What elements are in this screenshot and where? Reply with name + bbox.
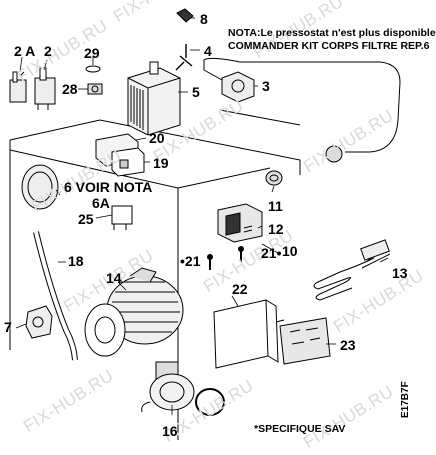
callout-22: 22: [232, 281, 248, 297]
footer-note: *SPECIFIQUE SAV: [254, 423, 346, 435]
part-7-valve: [25, 305, 53, 339]
callout-20: 20: [149, 130, 165, 146]
part-22-module: [213, 299, 285, 369]
callout-4: 4: [204, 43, 212, 59]
part-12-door-lock: [217, 203, 263, 243]
side-code: E17B7F: [400, 381, 411, 418]
diagram-drawing: [9, 8, 401, 440]
part-2a-switch: [9, 71, 27, 103]
callout-29: 29: [84, 45, 100, 61]
part-4-clip: [175, 44, 193, 71]
part-29-washer: [85, 65, 101, 73]
callout-21-right: 21•: [261, 245, 282, 261]
callout-3: 3: [262, 78, 270, 94]
part-28-connector: [87, 83, 103, 95]
part-21-screws: [207, 246, 244, 270]
part-16-drain-pump: [141, 361, 225, 416]
callout-13: 13: [392, 265, 408, 281]
part-19-block: [111, 147, 145, 177]
callout-7: 7: [4, 319, 12, 335]
part-11-grommet: [265, 170, 283, 186]
callout-18: 18: [68, 253, 84, 269]
callout-6-voir-nota: 6 VOIR NOTA: [64, 179, 153, 195]
callout-11: 11: [268, 198, 283, 214]
part-6-filter: [21, 164, 59, 210]
callout-2: 2: [44, 43, 52, 59]
callout-10: 10: [282, 243, 298, 259]
part-8-clip: [176, 8, 194, 23]
callout-8: 8: [200, 11, 208, 27]
part-3-pressure-switch: [203, 57, 401, 163]
callout-12: 12: [268, 221, 284, 237]
callout-28: 28: [62, 81, 78, 97]
callout-21-left: •21: [180, 253, 201, 269]
callout-16: 16: [162, 423, 178, 439]
leader-lines: [15, 17, 389, 415]
callout-6a: 6A: [92, 195, 110, 211]
callout-23: 23: [340, 337, 356, 353]
part-13-heater: [313, 239, 391, 301]
callout-2a: 2 A: [14, 43, 36, 59]
callout-5: 5: [192, 84, 200, 100]
callout-14: 14: [106, 270, 122, 286]
part-23-board: [279, 317, 331, 365]
part-14-motor: [84, 267, 184, 357]
note-line-2: COMMANDER KIT CORPS FILTRE REP.6: [228, 40, 430, 52]
callout-19: 19: [153, 155, 169, 171]
part-5-filter-block: [127, 61, 181, 136]
part-18-hose: [33, 231, 78, 361]
part-2-switch: [34, 67, 56, 110]
exploded-parts-diagram: FIX-HUB.RU FIX-HUB.RU FIX-HUB.RU FIX-HUB…: [4, 0, 436, 452]
callout-25: 25: [78, 211, 94, 227]
part-25-relay: [111, 205, 133, 230]
note-line-1: NOTA:Le pressostat n'est plus disponible: [228, 27, 436, 39]
